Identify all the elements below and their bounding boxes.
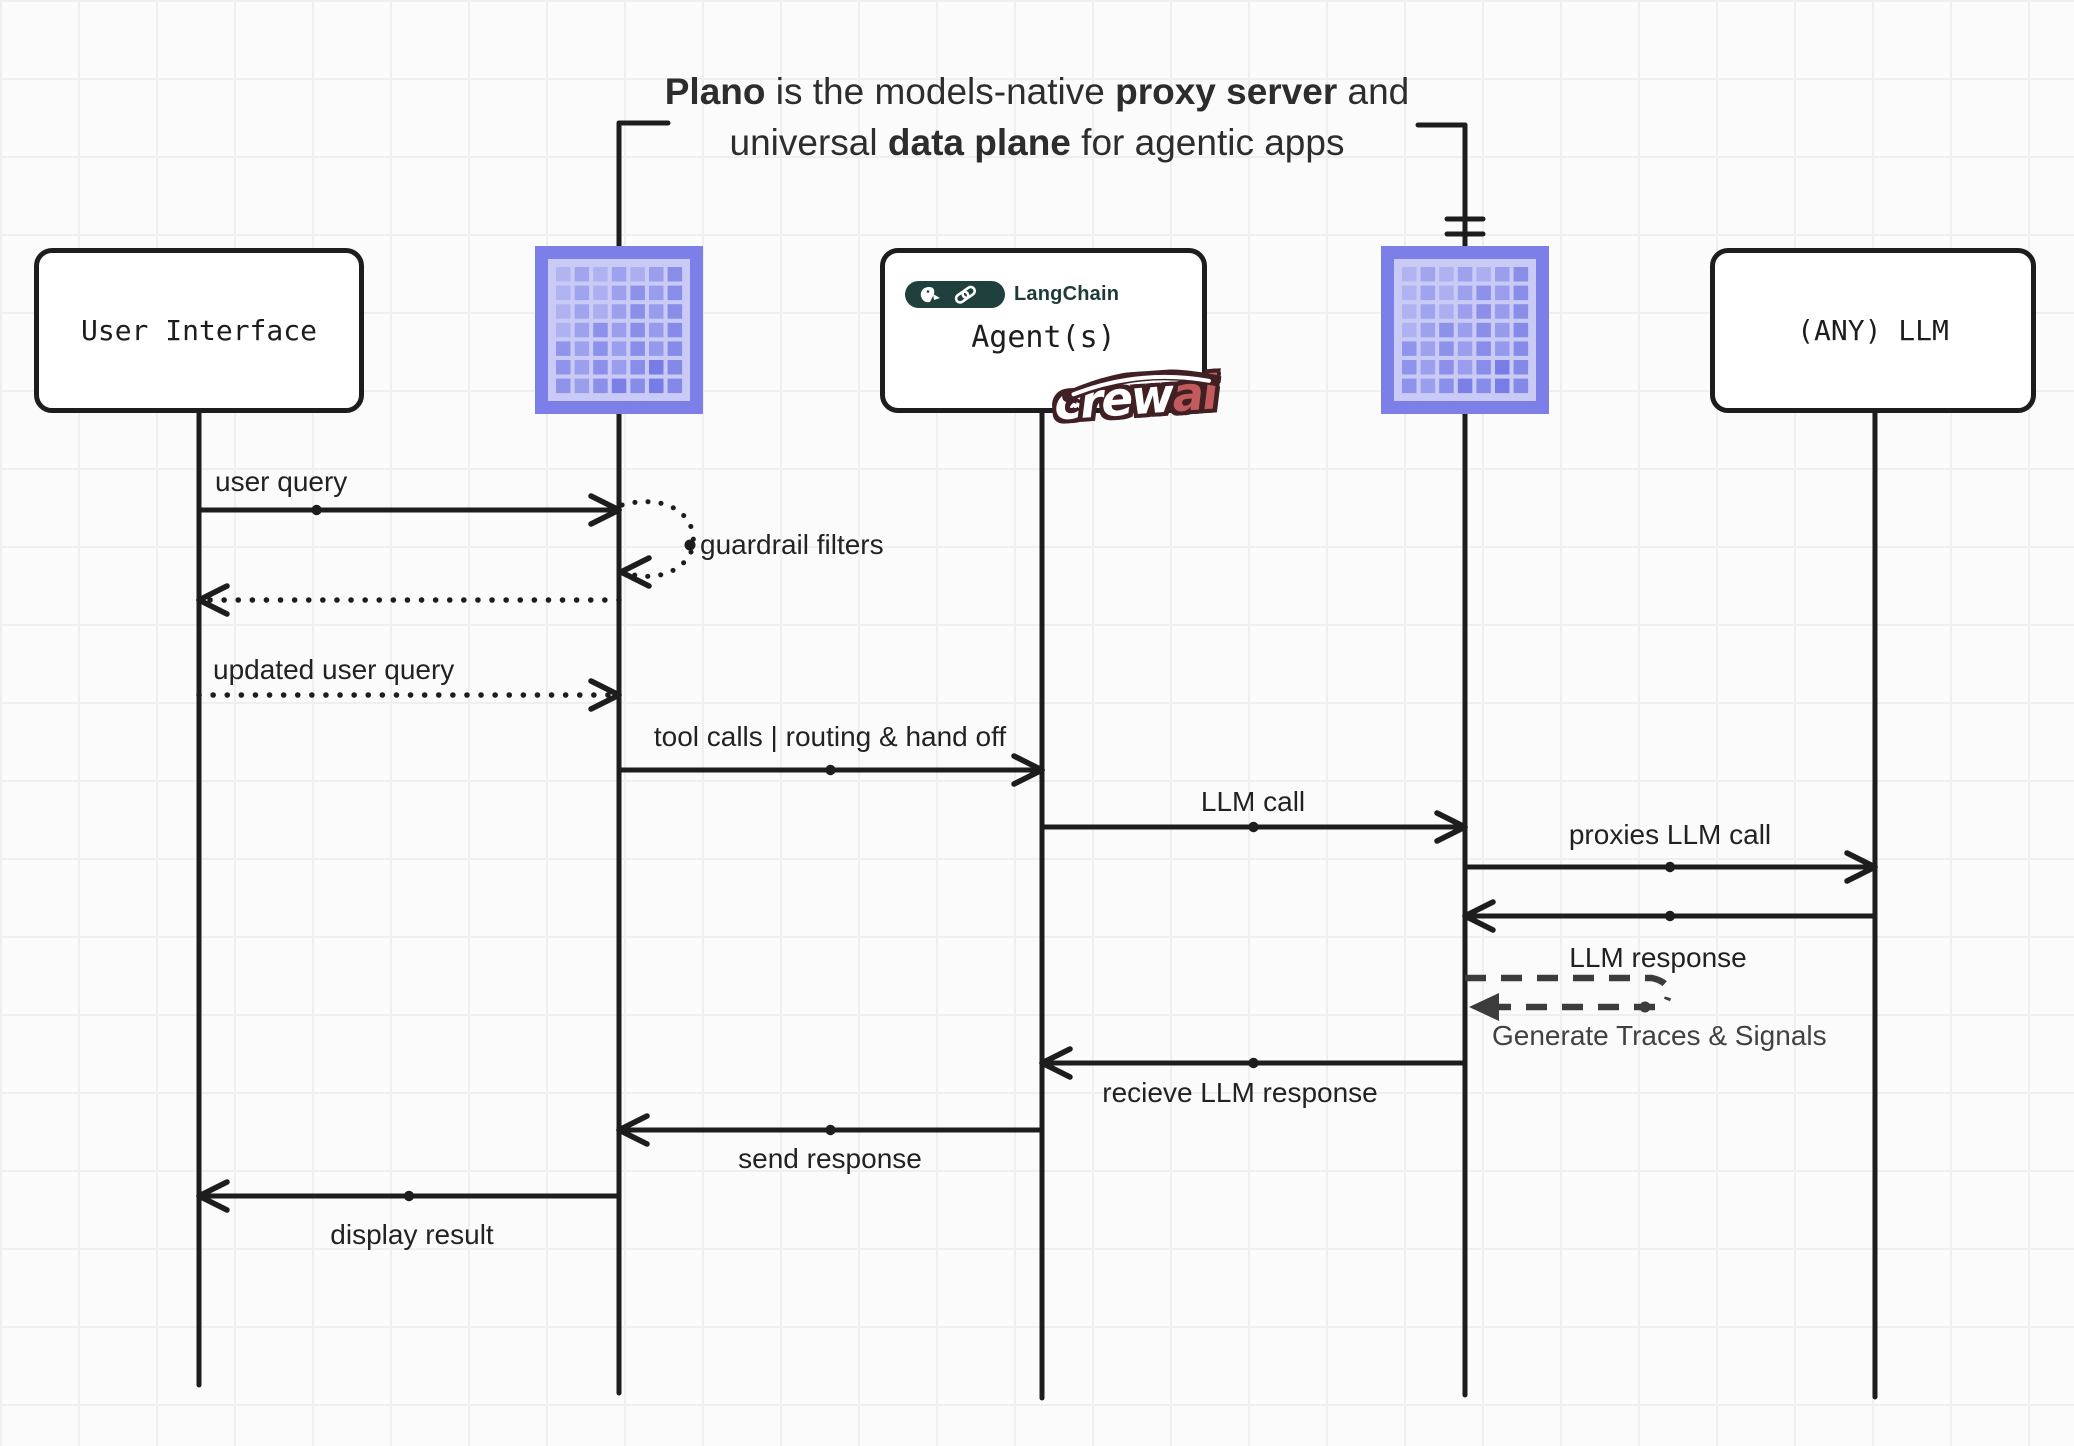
plano-logo-icon (535, 246, 703, 414)
crewai-logo: crewai (1052, 365, 1221, 432)
message-label-updated-user-query: updated user query (213, 654, 455, 685)
actor-user-interface: User Interface (34, 248, 364, 413)
message-label-user-query: user query (215, 466, 348, 497)
crewai-swoosh-icon (1062, 369, 1221, 403)
loop-label-generate-traces-signals: Generate Traces & Signals (1492, 1020, 1827, 1051)
plano-logo-right (1381, 246, 1549, 414)
plano-logo-icon (1381, 246, 1549, 414)
diagram-title: Plano is the models-native proxy server … (0, 66, 2074, 168)
actor-any-llm: (ANY) LLM (1710, 248, 2036, 413)
langchain-logo-icon (905, 281, 1005, 308)
plano-logo-left (535, 246, 703, 414)
diagram-title-line-1: Plano is the models-native proxy server … (664, 71, 1410, 112)
message-label-llm-response: LLM response (1569, 942, 1747, 973)
actor-user-interface-label: User Interface (80, 314, 317, 347)
actor-any-llm-label: (ANY) LLM (1797, 314, 1949, 347)
langchain-badge: LangChain (905, 281, 1119, 308)
message-label-display-result: display result (330, 1219, 494, 1250)
parrot-and-chain-icon (920, 285, 977, 304)
message-label-send-response: send response (738, 1143, 922, 1174)
message-label-recieve-llm-response: recieve LLM response (1102, 1077, 1378, 1108)
message-label-llm-call: LLM call (1200, 786, 1306, 817)
actor-agents-label: Agent(s) (971, 320, 1116, 355)
message-label-tool-calls: tool calls | routing & hand off (653, 721, 1007, 752)
diagram-title-line-2: universal data plane for agentic apps (729, 122, 1345, 163)
actor-agents: LangChain Agent(s) crewai (880, 248, 1221, 432)
message-label-proxies-llm-call: proxies LLM call (1568, 819, 1772, 850)
loop-label-guardrail-filters: guardrail filters (700, 529, 884, 560)
langchain-badge-label: LangChain (1014, 283, 1120, 305)
